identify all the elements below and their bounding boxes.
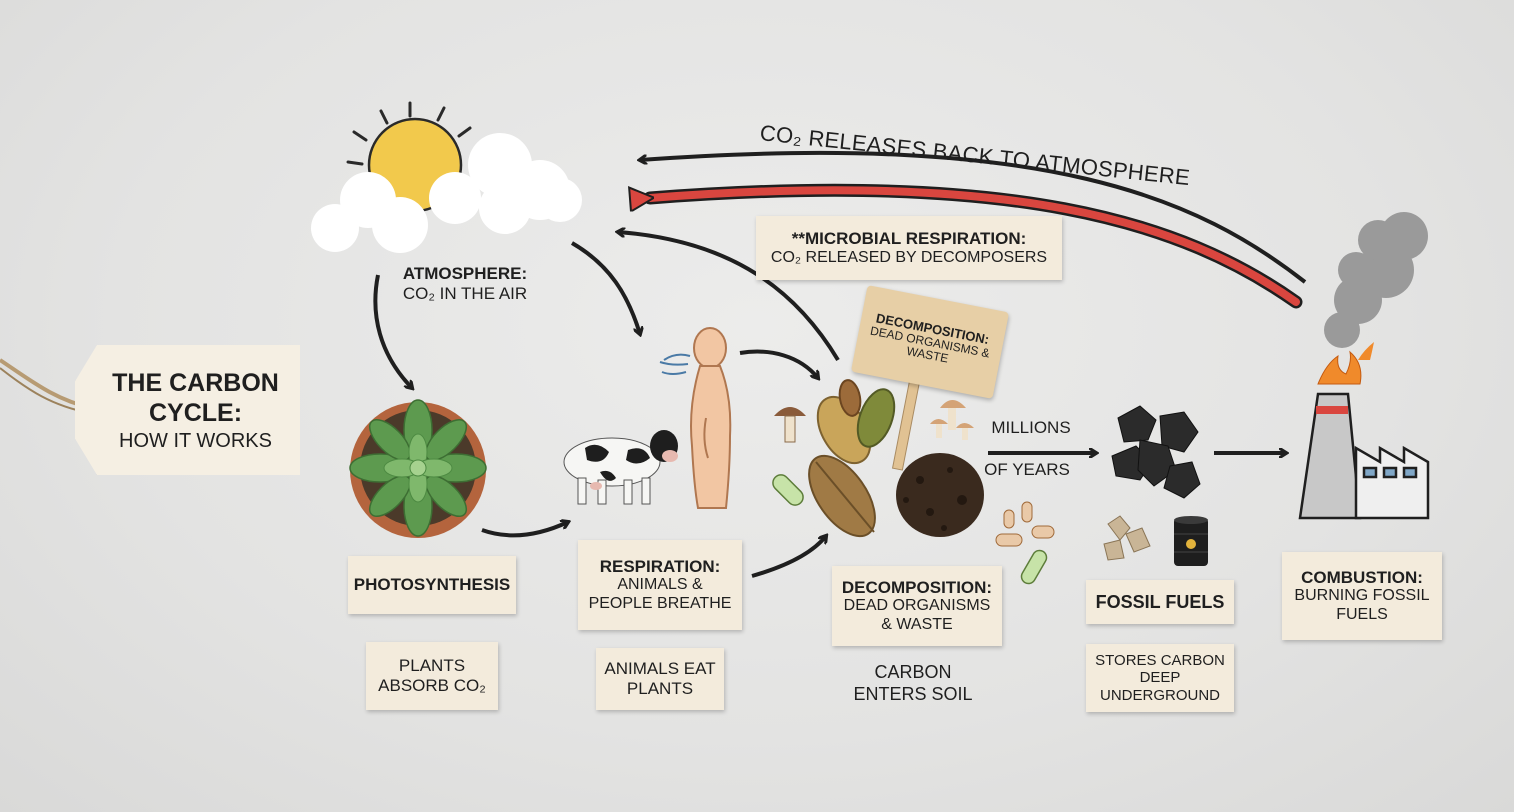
fossil-fuels-note-text: Stores Carbon Deep Underground [1095,652,1225,704]
title-line1: The Carbon [112,368,279,397]
title-line3: How It Works [119,429,272,452]
factory-icon [1298,392,1430,520]
sign-stick-icon [891,369,923,471]
person-icon [690,327,732,509]
combustion-body: Burning Fossil Fuels [1294,587,1430,623]
respiration-title: Respiration: [599,556,721,576]
fossil-fuels-title: Fossil Fuels [1095,591,1225,612]
respiration-body: Animals & People Breathe [588,576,732,612]
breath-icon [659,353,691,375]
combustion-title: Combustion: [1301,567,1423,587]
arrow-microbial [618,232,840,362]
photosynthesis-note: Plants Absorb CO₂ [366,642,498,710]
title-tag: The Carbon Cycle: How It Works [75,345,300,475]
arrow-resp-decomp [751,536,826,578]
microbial-title: **Microbial Respiration: [791,229,1027,249]
arrow-atmos-person [570,241,640,334]
succulent-icon [349,399,487,538]
respiration-note-text: Animals Eat Plants [604,659,716,698]
atmosphere-title: Atmosphere: [402,264,528,283]
fossil-fuels-card: Fossil Fuels [1086,580,1234,624]
photosynthesis-card: Photosynthesis [348,556,516,614]
cloud-icon [311,133,582,253]
carbon-enters-soil: Carbon Enters Soil [853,662,973,704]
arrow-atmos-plant [373,274,412,388]
respiration-note: Animals Eat Plants [596,648,724,710]
decomposition-body: Dead Organisms & Waste [843,597,991,633]
title-line2: Cycle: [148,398,243,427]
leaf-icon [808,379,896,538]
microbial-respiration-card: **Microbial Respiration: CO₂ Released by… [756,216,1062,280]
time-label-top: Millions [991,418,1071,437]
smoke-icon [1324,212,1428,348]
fossil-fuels-note: Stores Carbon Deep Underground [1086,644,1234,712]
mushroom-icon [774,400,974,443]
atmosphere-body: CO₂ In the Air [402,284,528,304]
flame-icon [1317,342,1374,385]
photosynthesis-note-text: Plants Absorb CO₂ [378,656,486,695]
arrow-release-red [650,190,1300,306]
bacteria-icon [772,474,1055,585]
arrow-plant-cow [481,522,568,538]
decomposition-title: Decomposition: [841,577,993,597]
soil-icon [896,453,984,537]
respiration-card: Respiration: Animals & People Breathe [578,540,742,630]
oil-barrel-icon [1174,516,1208,566]
combustion-card: Combustion: Burning Fossil Fuels [1282,552,1442,640]
arrow-release-black [640,150,1307,284]
atmosphere-label: Atmosphere: CO₂ In the Air [390,264,540,305]
coal-icon [1111,405,1201,499]
microbial-body: CO₂ Released by Decomposers [770,248,1048,266]
decomposition-card: Decomposition: Dead Organisms & Waste [832,566,1002,646]
photosynthesis-title: Photosynthesis [353,575,511,595]
time-label-bottom: of Years [984,460,1070,479]
rock-icon [1103,515,1151,561]
cow-icon [563,430,678,505]
arrow-person-leaves [739,349,818,378]
